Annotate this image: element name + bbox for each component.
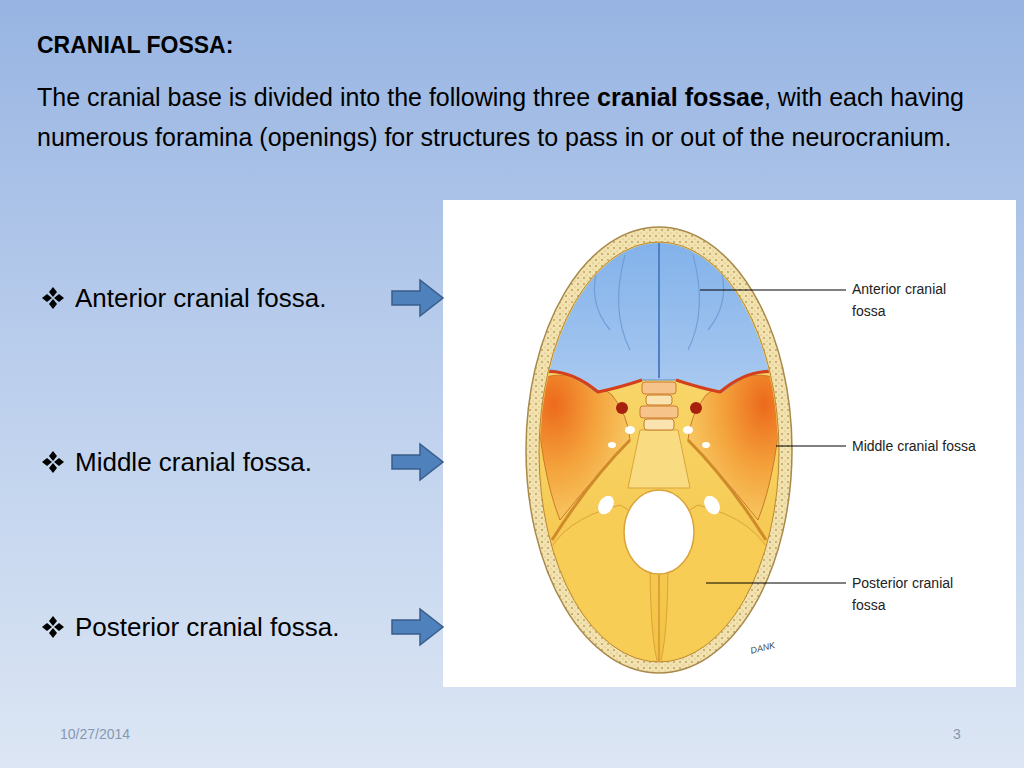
figure-label: Middle cranial fossa (852, 435, 977, 457)
leader-lines (700, 290, 846, 583)
slide-number: 3 (953, 725, 983, 743)
slide-date: 10/27/2014 (60, 725, 180, 743)
figure-label: Posterior cranial fossa (852, 572, 987, 616)
bullet-symbols (42, 287, 64, 638)
bullet-item: Anterior cranial fossa. (75, 283, 395, 313)
figure-label: Anterior cranial fossa (852, 278, 982, 322)
block-arrows (392, 280, 443, 645)
bullet-item: Middle cranial fossa. (75, 447, 395, 477)
bullet-item: Posterior cranial fossa. (75, 612, 395, 642)
skull-base-illustration (526, 227, 792, 673)
intro-paragraph: The cranial base is divided into the fol… (37, 77, 992, 157)
slide-title: CRANIAL FOSSA: (37, 30, 233, 60)
picture-panel (443, 200, 1016, 687)
paragraph-text: The cranial base is divided into the fol… (37, 83, 590, 111)
bold-term: cranial fossae (597, 83, 764, 111)
